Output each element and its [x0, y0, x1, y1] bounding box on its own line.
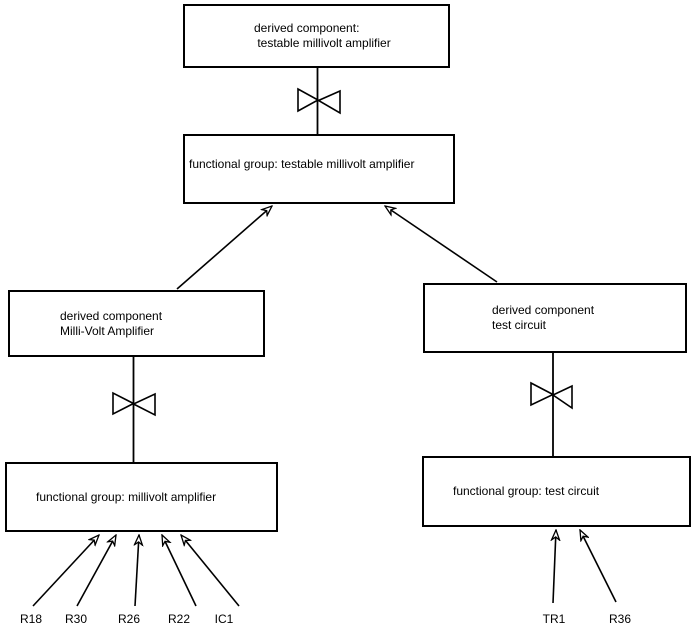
box-text-line: functional group: test circuit	[453, 484, 600, 498]
arrow-ic1	[181, 535, 240, 607]
component-label-r18: R18	[19, 612, 43, 626]
arrow-left-derived-to-top-functional	[176, 206, 272, 290]
bowtie-left-icon	[112, 391, 156, 417]
box-derived-test-circuit: derived component test circuit	[423, 283, 687, 353]
component-label-tr1: TR1	[542, 612, 566, 626]
bowtie-right-icon	[530, 381, 573, 410]
arrow-right-derived-to-top-functional	[385, 206, 498, 283]
box-text-line: functional group: millivolt amplifier	[36, 489, 217, 504]
box-text-line: derived component:	[254, 21, 360, 35]
box-text-line: derived component	[60, 308, 163, 323]
box-functional-group-test-circuit: functional group: test circuit	[422, 456, 691, 527]
arrow-r22	[162, 535, 197, 607]
component-label-r26: R26	[117, 612, 141, 626]
arrow-r30	[76, 535, 116, 607]
component-label-r30: R30	[64, 612, 88, 626]
box-text-line: test circuit	[492, 318, 547, 332]
component-label-r22: R22	[167, 612, 191, 626]
box-text-line: functional group: testable millivolt amp…	[189, 156, 415, 171]
box-derived-milli-volt-amplifier: derived component Milli-Volt Amplifier	[8, 290, 265, 357]
box-text-line: testable millivolt amplifier	[254, 36, 391, 50]
arrow-tr1	[553, 530, 556, 604]
box-functional-group-millivolt-amplifier: functional group: millivolt amplifier	[5, 462, 278, 532]
bowtie-top-icon	[297, 87, 341, 115]
box-text-line: Milli-Volt Amplifier	[60, 323, 155, 338]
component-label-r36: R36	[608, 612, 632, 626]
box-derived-testable-millivolt-amplifier: derived component: testable millivolt am…	[183, 4, 450, 68]
box-functional-group-testable-millivolt-amplifier: functional group: testable millivolt amp…	[183, 134, 455, 204]
arrow-r36	[580, 530, 617, 603]
arrow-r18	[32, 535, 99, 607]
box-text-line: derived component	[492, 303, 595, 317]
arrow-r26	[135, 535, 139, 607]
component-label-ic1: IC1	[214, 612, 234, 626]
